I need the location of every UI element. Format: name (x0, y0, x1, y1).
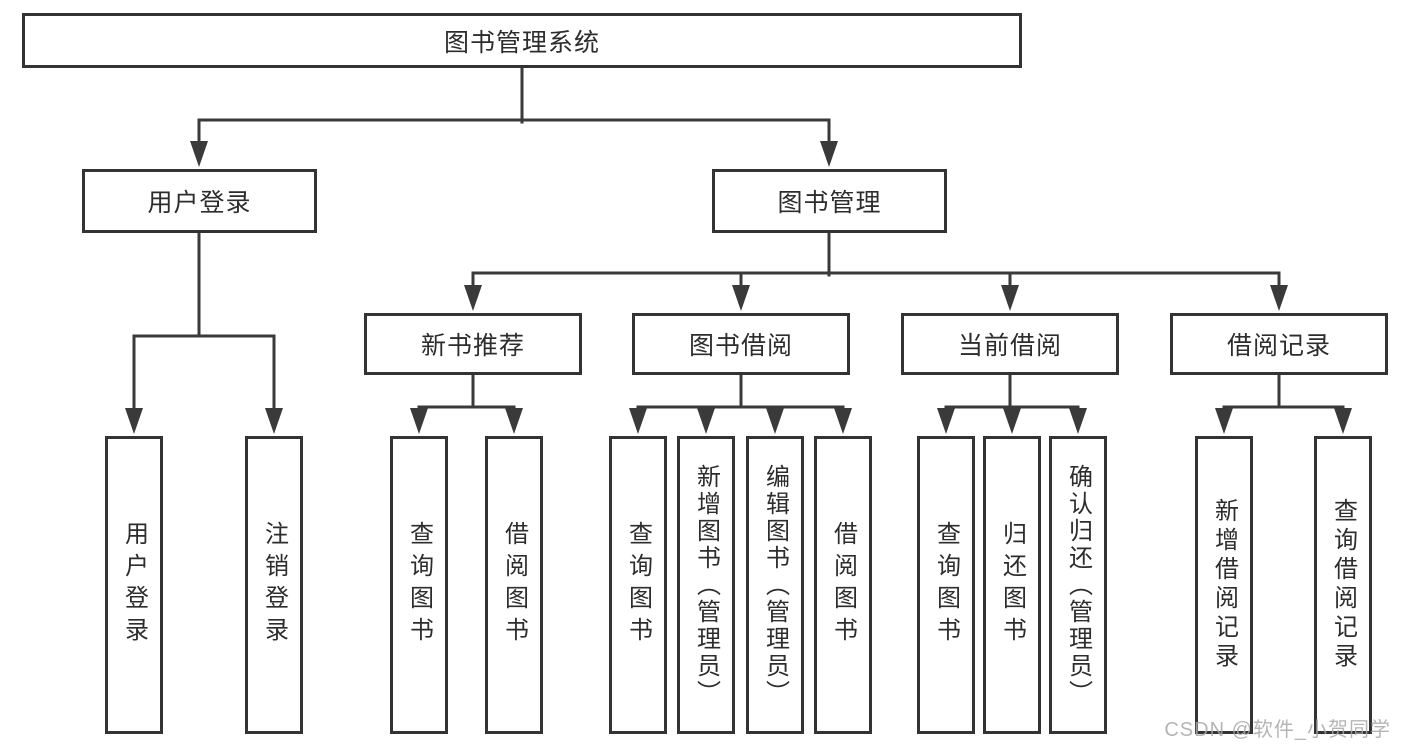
arrow-icon (464, 285, 482, 311)
arrow-icon (410, 408, 428, 434)
leaf-query-borrow-record: 查询借阅记录 (1314, 436, 1372, 734)
arrow-icon (1270, 285, 1288, 311)
arrow-icon (125, 408, 143, 434)
arrow-icon (820, 141, 838, 167)
node-new-book-recommend: 新书推荐 (364, 313, 582, 375)
arrow-icon (1003, 408, 1021, 434)
node-borrowing-records: 借阅记录 (1170, 313, 1388, 375)
leaf-query-books-current: 查询图书 (917, 436, 975, 734)
leaf-borrow-books-recommend: 借阅图书 (485, 436, 543, 734)
arrow-icon (1069, 408, 1087, 434)
arrow-icon (190, 141, 208, 167)
leaf-confirm-return-admin: 确认归还（管理员） (1049, 436, 1107, 734)
node-current-borrowing: 当前借阅 (901, 313, 1119, 375)
leaf-edit-book-admin: 编辑图书（管理员） (746, 436, 804, 734)
arrow-icon (1334, 408, 1352, 434)
arrow-icon (732, 285, 750, 311)
arrow-icon (766, 408, 784, 434)
arrow-icon (937, 408, 955, 434)
arrowheads (125, 141, 1352, 434)
leaf-add-book-admin: 新增图书（管理员） (677, 436, 735, 734)
node-user-login: 用户登录 (82, 169, 317, 233)
leaf-query-books-recommend: 查询图书 (390, 436, 448, 734)
arrow-icon (629, 408, 647, 434)
leaf-return-book: 归还图书 (983, 436, 1041, 734)
leaf-query-books-borrowing: 查询图书 (609, 436, 667, 734)
watermark: CSDN @软件_小贺同学 (1164, 719, 1391, 741)
leaf-logout: 注销登录 (245, 436, 303, 734)
arrow-icon (834, 408, 852, 434)
leaf-borrow-books-borrowing: 借阅图书 (814, 436, 872, 734)
arrow-icon (697, 408, 715, 434)
arrow-icon (1001, 285, 1019, 311)
arrow-icon (1215, 408, 1233, 434)
node-book-management: 图书管理 (712, 169, 947, 233)
arrow-icon (505, 408, 523, 434)
leaf-add-borrow-record: 新增借阅记录 (1195, 436, 1253, 734)
arrow-icon (265, 408, 283, 434)
leaf-user-login: 用户登录 (105, 436, 163, 734)
node-root-library-system: 图书管理系统 (22, 13, 1022, 68)
node-book-borrowing: 图书借阅 (632, 313, 850, 375)
